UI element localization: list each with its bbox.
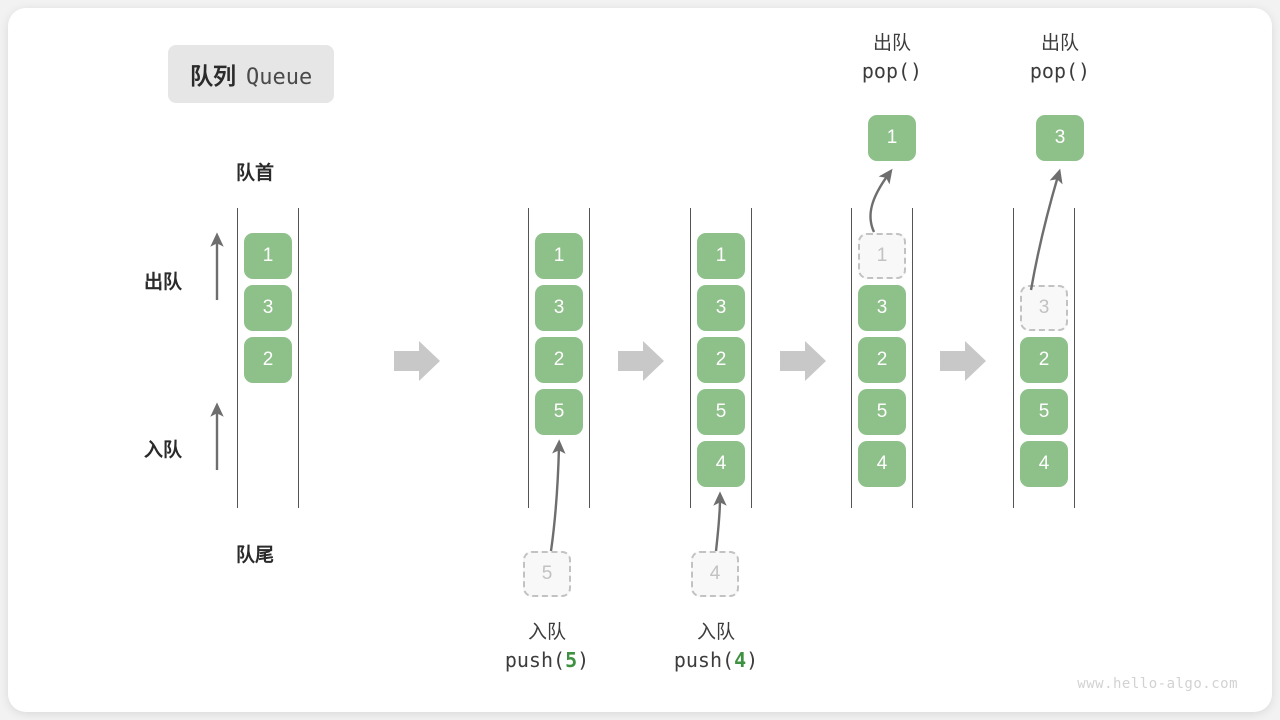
queue-cell: 4 <box>697 441 745 487</box>
queue-cell: 2 <box>1020 337 1068 383</box>
operation-arg: 4 <box>734 648 747 672</box>
queue-cell: 1 <box>535 233 583 279</box>
operation-fn: push( <box>504 648 566 672</box>
rail-right <box>1074 208 1075 508</box>
operation-label-code: pop() <box>1029 59 1091 83</box>
title-badge: 队列 Queue <box>168 45 335 103</box>
queue-cell-removed: 1 <box>858 233 906 279</box>
label-front: 队首 <box>236 163 275 184</box>
label-enqueue-direction: 入队 <box>144 440 183 461</box>
operation-label-push-4: 入队 push(4) <box>636 620 796 674</box>
queue-cell-removed: 3 <box>1020 285 1068 331</box>
operation-label-code: push(5) <box>467 646 627 674</box>
queue-cell: 5 <box>858 389 906 435</box>
title-english: Queue <box>246 65 313 90</box>
rail-left <box>690 208 691 508</box>
rail-right <box>751 208 752 508</box>
queue-column-pop-3: 3 2 5 4 <box>1013 208 1075 508</box>
queue-cell: 2 <box>697 337 745 383</box>
rail-right <box>589 208 590 508</box>
diagram-card <box>8 8 1272 712</box>
queue-cell: 3 <box>697 285 745 331</box>
queue-cell: 2 <box>535 337 583 383</box>
rail-right <box>912 208 913 508</box>
operation-label-cn: 出队 <box>872 33 911 54</box>
queue-cell: 3 <box>858 285 906 331</box>
queue-cell: 4 <box>1020 441 1068 487</box>
watermark: www.hello-algo.com <box>1077 676 1238 692</box>
queue-cell: 5 <box>1020 389 1068 435</box>
popped-box-1: 1 <box>868 115 916 161</box>
queue-column-after-push-5: 1 3 2 5 <box>528 208 590 508</box>
queue-column-initial: 1 3 2 <box>237 208 299 508</box>
operation-arg: 5 <box>565 648 578 672</box>
pending-push-box-5: 5 <box>523 551 571 597</box>
operation-fn: push( <box>673 648 735 672</box>
operation-label-pop-1: 出队 pop() <box>812 31 972 85</box>
operation-close: ) <box>746 648 759 672</box>
queue-cell: 2 <box>244 337 292 383</box>
queue-cell: 2 <box>858 337 906 383</box>
pending-push-box-4: 4 <box>691 551 739 597</box>
queue-cell: 1 <box>697 233 745 279</box>
operation-label-cn: 入队 <box>696 622 735 643</box>
operation-label-pop-3: 出队 pop() <box>980 31 1140 85</box>
operation-label-cn: 出队 <box>1040 33 1079 54</box>
operation-label-code: push(4) <box>636 646 796 674</box>
rail-left <box>237 208 238 508</box>
operation-label-code: pop() <box>861 59 923 83</box>
rail-left <box>1013 208 1014 508</box>
rail-left <box>528 208 529 508</box>
rail-left <box>851 208 852 508</box>
operation-close: ) <box>577 648 590 672</box>
title-chinese: 队列 <box>190 63 236 89</box>
queue-cell: 5 <box>535 389 583 435</box>
operation-label-push-5: 入队 push(5) <box>467 620 627 674</box>
queue-cell: 5 <box>697 389 745 435</box>
queue-cell: 1 <box>244 233 292 279</box>
queue-cell: 4 <box>858 441 906 487</box>
label-dequeue-direction: 出队 <box>144 272 183 293</box>
rail-right <box>298 208 299 508</box>
operation-label-cn: 入队 <box>527 622 566 643</box>
queue-column-pop-1: 1 3 2 5 4 <box>851 208 913 508</box>
queue-cell: 3 <box>244 285 292 331</box>
queue-cell: 3 <box>535 285 583 331</box>
queue-column-after-push-4: 1 3 2 5 4 <box>690 208 752 508</box>
popped-box-3: 3 <box>1036 115 1084 161</box>
label-rear: 队尾 <box>236 545 275 566</box>
